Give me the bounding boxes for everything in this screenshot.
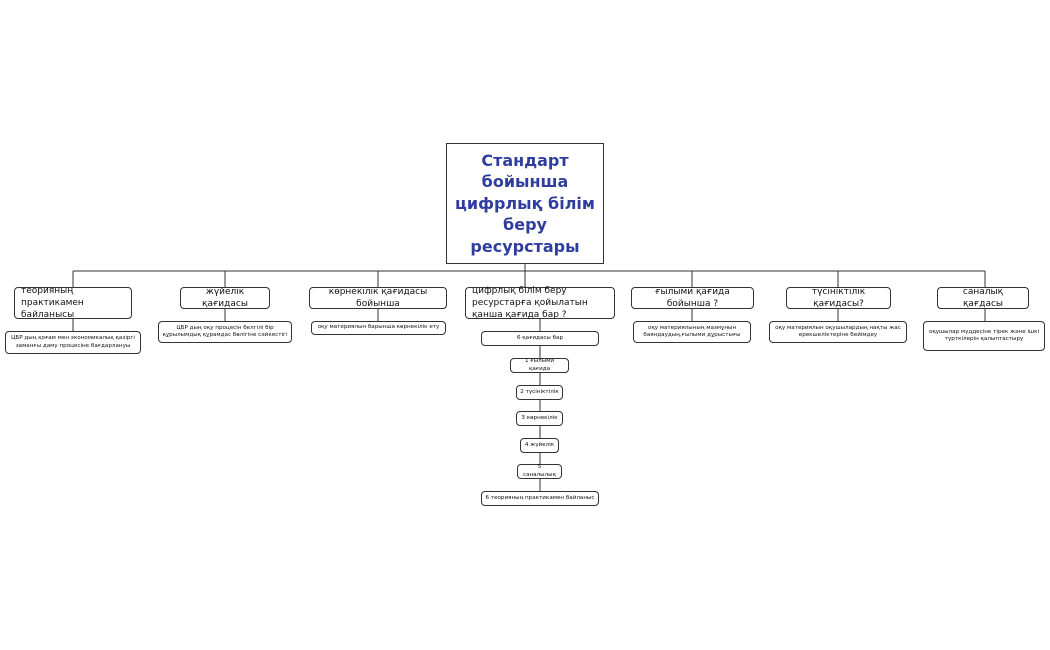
chain-label: 3 көрнекілік bbox=[521, 414, 558, 421]
leaf-consciousness[interactable]: оқушылар мүддесіне тірек және ішкі түртк… bbox=[923, 321, 1045, 351]
category-systematic[interactable]: жүйелік қағидасы bbox=[180, 287, 270, 309]
chain-item[interactable]: 4 жүйелік bbox=[520, 438, 559, 453]
category-comprehensibility[interactable]: түсініктілік қағидасы? bbox=[786, 287, 891, 309]
category-label: ғылыми қағида бойынша ? bbox=[655, 287, 730, 309]
leaf-systematic[interactable]: ЦБР дың оқу процесін белгілі бір құрылым… bbox=[158, 321, 292, 343]
root-topic[interactable]: Стандарт бойынша цифрлық білім беру ресу… bbox=[446, 143, 604, 264]
chain-label: 1 ғылыми қағида bbox=[525, 358, 554, 372]
chain-item[interactable]: 1 ғылыми қағида bbox=[510, 358, 569, 373]
chain-label: 6 қағидасы бар bbox=[516, 334, 564, 341]
leaf-label: ЦБР дың қоғам мен экономикалық қазіргі з… bbox=[11, 335, 135, 349]
leaf-label: оқу материялын барынша көрнекілік ету bbox=[317, 324, 440, 331]
category-how-many-principles[interactable]: цифрлық білім беру ресурстарға қойылатын… bbox=[465, 286, 615, 320]
chain-label: 4 жүйелік bbox=[524, 441, 555, 448]
category-label: теорияның практикамен байланысы bbox=[21, 286, 84, 320]
category-label: көрнекілік қағидасы бойынша bbox=[328, 287, 428, 309]
chain-item[interactable]: 2 түсініктілік bbox=[516, 385, 563, 400]
category-label: жүйелік қағидасы bbox=[202, 287, 248, 309]
leaf-label: оқу материялының мазмұнын баяндаудың,ғыл… bbox=[643, 324, 741, 339]
chain-label: 5 саналылық bbox=[523, 464, 556, 478]
chain-label: 6 теорияның практикамен байланыс bbox=[485, 494, 595, 501]
chain-label: 2 түсініктілік bbox=[520, 388, 559, 395]
category-visibility[interactable]: көрнекілік қағидасы бойынша bbox=[309, 287, 447, 309]
leaf-label: оқу материялын оқушылардың нақты жас ере… bbox=[775, 324, 901, 339]
leaf-theory-practice[interactable]: ЦБР дың қоғам мен экономикалық қазіргі з… bbox=[5, 331, 141, 354]
category-label: цифрлық білім беру ресурстарға қойылатын… bbox=[472, 286, 588, 320]
leaf-visibility[interactable]: оқу материялын барынша көрнекілік ету bbox=[311, 321, 446, 335]
leaf-scientific[interactable]: оқу материялының мазмұнын баяндаудың,ғыл… bbox=[633, 321, 751, 343]
chain-item[interactable]: 3 көрнекілік bbox=[516, 411, 563, 426]
leaf-comprehensibility[interactable]: оқу материялын оқушылардың нақты жас ере… bbox=[769, 321, 907, 343]
chain-item[interactable]: 5 саналылық bbox=[517, 464, 562, 479]
category-theory-practice[interactable]: теорияның практикамен байланысы bbox=[14, 286, 132, 320]
root-title: Стандарт бойынша цифрлық білім беру ресу… bbox=[455, 150, 595, 256]
chain-item[interactable]: 6 теорияның практикамен байланыс bbox=[481, 491, 599, 506]
category-scientific[interactable]: ғылыми қағида бойынша ? bbox=[631, 287, 754, 309]
category-consciousness[interactable]: саналық қағдасы bbox=[937, 287, 1029, 309]
category-label: саналық қағдасы bbox=[962, 287, 1004, 309]
chain-item[interactable]: 6 қағидасы бар bbox=[481, 331, 599, 346]
leaf-label: ЦБР дың оқу процесін белгілі бір құрылым… bbox=[162, 324, 288, 339]
category-label: түсініктілік қағидасы? bbox=[811, 287, 866, 309]
leaf-label: оқушылар мүддесіне тірек және ішкі түртк… bbox=[928, 328, 1040, 343]
